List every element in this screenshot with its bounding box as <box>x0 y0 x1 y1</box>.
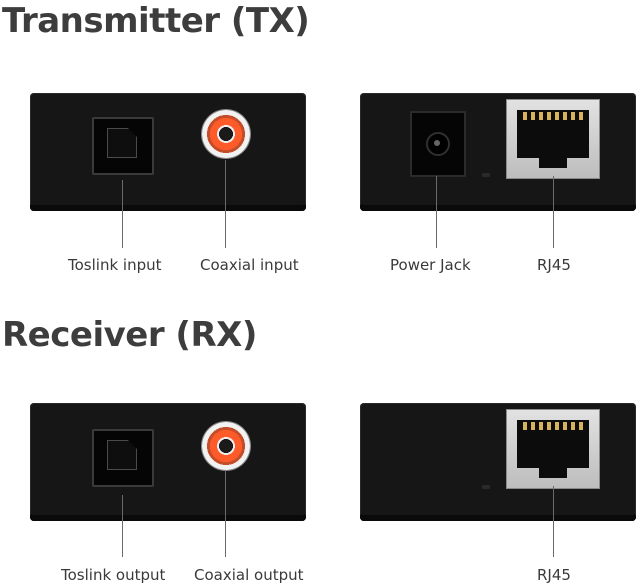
transmitter-title: Transmitter (TX) <box>2 1 310 41</box>
rx-rj45-port <box>506 409 600 489</box>
rx-led-indicator <box>482 485 490 489</box>
tx-power-pointer <box>436 176 437 248</box>
tx-power-label: Power Jack <box>390 256 471 274</box>
tx-network-panel <box>360 93 636 211</box>
rx-audio-panel <box>30 403 306 521</box>
rx-network-panel <box>360 403 636 521</box>
tx-led-indicator <box>482 173 490 177</box>
rx-coaxial-port <box>202 422 250 470</box>
tx-coaxial-label: Coaxial input <box>200 256 299 274</box>
rx-coaxial-label: Coaxial output <box>194 566 304 584</box>
tx-rj45-label: RJ45 <box>537 256 571 274</box>
tx-audio-panel <box>30 93 306 211</box>
rx-toslink-port <box>92 429 154 487</box>
rx-toslink-label: Toslink output <box>61 566 166 584</box>
tx-toslink-port <box>92 117 154 175</box>
tx-coaxial-pointer <box>225 160 226 248</box>
tx-toslink-pointer <box>122 180 123 248</box>
rx-coaxial-pointer <box>225 470 226 557</box>
tx-coaxial-port <box>202 110 250 158</box>
tx-power-jack-port <box>410 111 466 177</box>
rx-rj45-pointer <box>553 486 554 557</box>
receiver-title: Receiver (RX) <box>2 315 257 355</box>
rx-rj45-label: RJ45 <box>537 566 571 584</box>
tx-toslink-label: Toslink input <box>68 256 162 274</box>
tx-rj45-port <box>506 99 600 179</box>
tx-rj45-pointer <box>553 176 554 248</box>
rx-toslink-pointer <box>122 495 123 557</box>
